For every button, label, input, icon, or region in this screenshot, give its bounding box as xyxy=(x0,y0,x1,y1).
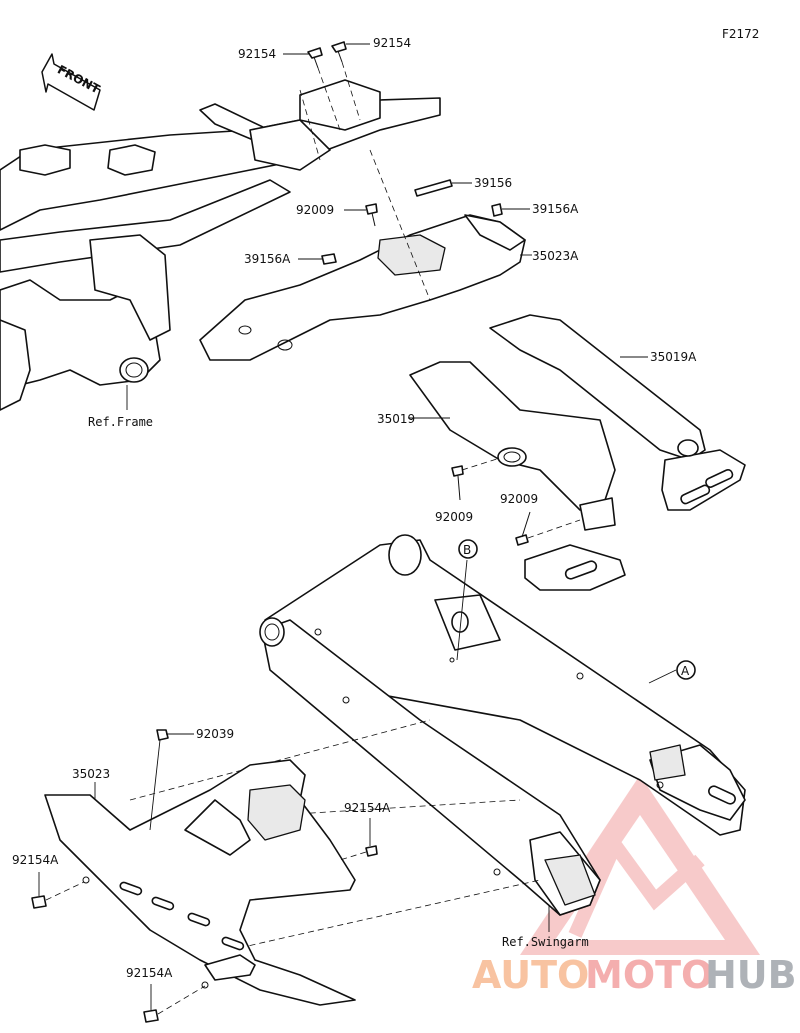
swingarm-drawing xyxy=(129,534,746,951)
bolt-92154-pair xyxy=(283,41,370,131)
rubber-block-39156A-left xyxy=(298,253,337,265)
label-39156A-right: 39156A xyxy=(532,202,579,216)
bolt-92009-mid xyxy=(451,457,501,501)
bracket-35019 xyxy=(408,361,626,591)
frame-drawing: Ref.Frame xyxy=(0,79,441,429)
label-92154A-left: 92154A xyxy=(12,853,59,867)
rear-bracket-35023A xyxy=(199,149,532,361)
chain-guard-35023 xyxy=(44,739,356,1006)
bracket-35019A xyxy=(489,314,746,511)
label-92009-mid: 92009 xyxy=(435,510,473,524)
label-92154A-bottom: 92154A xyxy=(126,966,173,980)
callout-b-top: B xyxy=(458,539,478,559)
bolt-92154A-left xyxy=(31,872,85,909)
bolt-92154A-mid xyxy=(339,818,378,861)
ref-frame-label: Ref.Frame xyxy=(88,415,153,429)
figure-code: F2172 xyxy=(722,27,759,41)
rubber-block-39156A-right xyxy=(491,203,530,217)
watermark-hub: HUB xyxy=(705,953,797,997)
callout-b-top-letter: B xyxy=(463,543,471,557)
ref-swingarm-label: Ref.Swingarm xyxy=(502,935,589,949)
label-39156: 39156 xyxy=(474,176,512,190)
bolt-92009-top xyxy=(344,203,378,227)
rubber-strip-39156 xyxy=(414,179,472,197)
label-35023A: 35023A xyxy=(532,249,579,263)
label-92009-top: 92009 xyxy=(296,203,334,217)
label-35019A: 35019A xyxy=(650,350,697,364)
bolt-92009-low xyxy=(515,511,581,546)
callout-a-right: A xyxy=(676,660,696,680)
label-35019: 35019 xyxy=(377,412,415,426)
label-39156A-left: 39156A xyxy=(244,252,291,266)
label-92039: 92039 xyxy=(196,727,234,741)
bolt-92154A-bottom xyxy=(143,984,206,1023)
front-arrow-icon: FRONT xyxy=(41,53,103,111)
watermark-auto: AUTO xyxy=(472,953,589,997)
callout-a-right-letter: A xyxy=(681,664,690,678)
watermark-text: AUTO MOTO HUB xyxy=(472,953,797,997)
label-92154-right: 92154 xyxy=(373,36,411,50)
label-35023: 35023 xyxy=(72,767,110,781)
label-92154A-mid: 92154A xyxy=(344,801,391,815)
label-92154-left: 92154 xyxy=(238,47,276,61)
clip-92039 xyxy=(156,729,194,741)
label-92009-low: 92009 xyxy=(500,492,538,506)
watermark-moto: MOTO xyxy=(585,953,713,997)
